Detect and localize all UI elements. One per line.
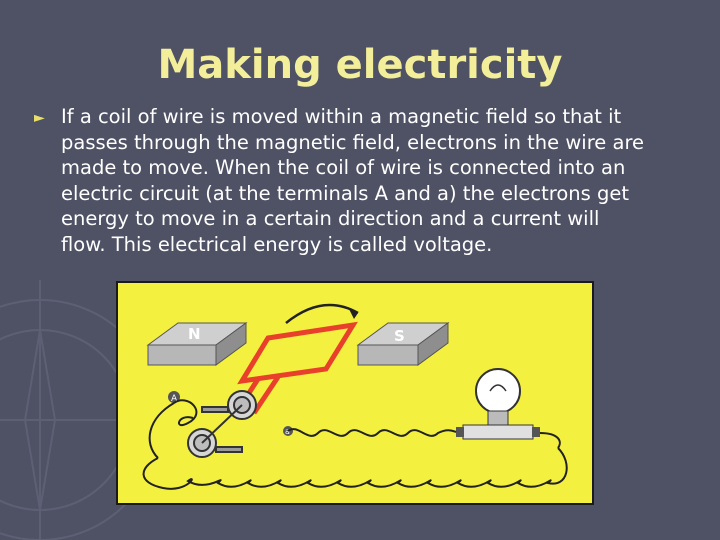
south-magnet: S [356, 322, 450, 366]
light-bulb-icon [456, 368, 540, 440]
bullet-arrow-icon: ► [34, 110, 45, 126]
south-label: S [394, 327, 405, 345]
north-magnet: N [146, 322, 248, 366]
terminal-upper [168, 391, 180, 403]
terminal-upper-label: A [171, 394, 178, 404]
generator-diagram: N S A a [116, 281, 594, 505]
circuit-wire [142, 399, 568, 490]
slip-rings [187, 390, 257, 458]
rotation-arrow-icon [285, 303, 359, 324]
coil-icon [237, 321, 358, 415]
bullet-text: If a coil of wire is moved within a magn… [61, 105, 645, 256]
slide-title: Making electricity [157, 42, 563, 88]
north-label: N [188, 325, 201, 343]
terminal-lower-label: a [285, 427, 290, 436]
